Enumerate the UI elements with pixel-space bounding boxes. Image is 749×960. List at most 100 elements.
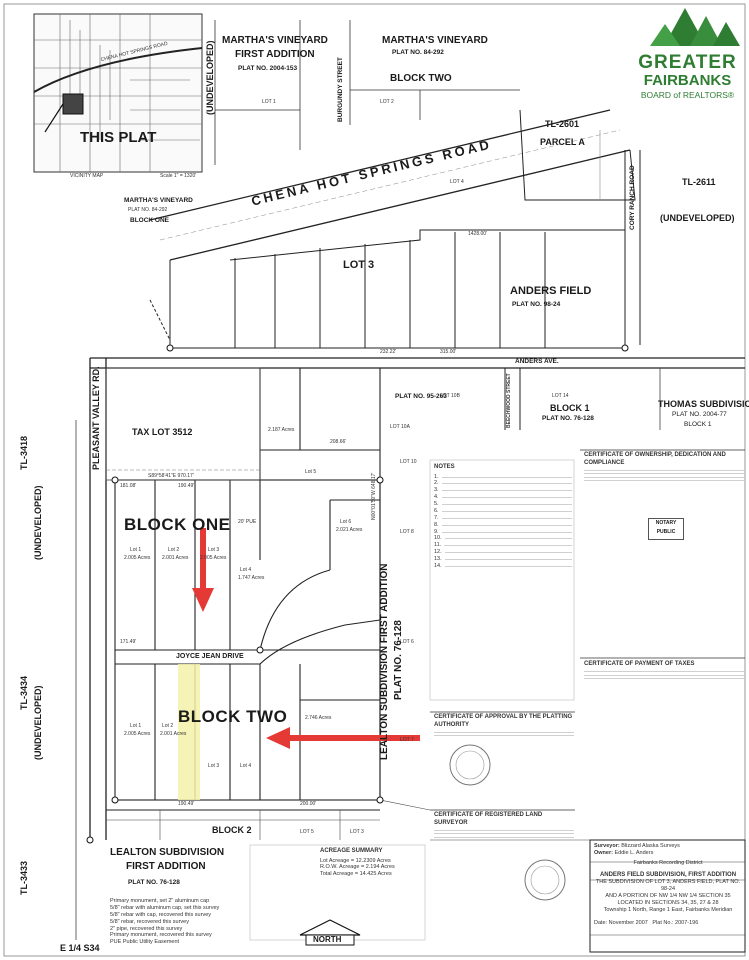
note-text-line: [444, 552, 572, 556]
cert-ownership: CERTIFICATE OF OWNERSHIP, DEDICATION AND…: [584, 452, 744, 484]
tb-plat-no: Plat No.: 2007-196: [652, 919, 699, 926]
block1-plat: PLAT NO. 76-128: [542, 415, 594, 422]
lot-label: Lot 6: [340, 519, 352, 525]
note-item: 4.: [434, 494, 572, 501]
dim-label: 200.00': [300, 801, 317, 807]
parcel-a: PARCEL A: [540, 137, 585, 147]
tb-date: Date: November 2007: [594, 919, 648, 926]
note-number: 12.: [434, 549, 442, 556]
legend-item: Primary monument, recovered this survey: [110, 932, 212, 939]
notes-title: NOTES: [434, 464, 455, 470]
lot3-label: LOT 3: [343, 259, 375, 271]
undeveloped-top-left: (UNDEVELOPED): [205, 40, 215, 115]
note-text-line: [441, 490, 572, 494]
thomas-plat: PLAT NO. 2004-77: [672, 411, 727, 418]
tb-title-1: ANDERS FIELD SUBDIVISION, FIRST ADDITION: [599, 871, 737, 878]
cert-ownership-title: CERTIFICATE OF OWNERSHIP, DEDICATION AND…: [584, 452, 726, 466]
parcel-a-id: TL-2601: [545, 119, 580, 129]
note-text-line: [441, 531, 572, 536]
note-item: 10.: [434, 535, 572, 542]
note-item: 2.: [434, 480, 572, 487]
note-number: 14.: [434, 562, 442, 569]
mv-first-plat: PLAT NO. 2004-153: [238, 65, 298, 72]
note-text-line: [444, 538, 572, 542]
tb-recording-office: Fairbanks Recording District: [633, 859, 703, 866]
tl2611: TL-2611: [682, 177, 716, 187]
lot-label: LOT 4: [450, 179, 464, 185]
mv-one-block: BLOCK ONE: [130, 217, 169, 224]
highlighted-lot[interactable]: [178, 664, 200, 800]
note-number: 4.: [434, 494, 439, 501]
pleasant-valley-rd: PLEASANT VALLEY RD.: [91, 366, 101, 470]
lot-label: LOT 6: [400, 639, 414, 645]
lealton-bottom-plat: PLAT NO. 76-128: [128, 879, 180, 886]
tl3434: TL-3434: [19, 675, 29, 710]
lot-label: LOT 10B: [440, 393, 460, 399]
burgundy-street: BURGUNDY STREET: [337, 57, 344, 122]
tb-title-5: Township 1 North, Range 1 East, Fairbank…: [603, 906, 733, 913]
vicinity-this-plat: THIS PLAT: [80, 129, 157, 146]
acre-label: 2.001 Acres: [160, 731, 187, 737]
tl2611-sub: (UNDEVELOPED): [660, 213, 735, 223]
lealton-right: LEALTON SUBDIVISION FIRST ADDITION: [379, 563, 390, 760]
cert-approval-title: CERTIFICATE OF APPROVAL BY THE PLATTING …: [434, 714, 573, 728]
note-item: 11.: [434, 542, 572, 549]
acre-label: 2.005 Acres: [200, 555, 227, 561]
note-number: 13.: [434, 556, 442, 562]
note-item: 12.: [434, 549, 572, 556]
note-text-line: [441, 510, 572, 515]
dim-label: 181.08': [120, 483, 137, 489]
anders-plat: PLAT NO. 98-24: [512, 301, 561, 308]
tb-title-4: LOCATED IN SECTIONS 34, 35, 27 & 28: [617, 899, 719, 906]
cert-surveyor: CERTIFICATE OF REGISTERED LAND SURVEYOR: [434, 812, 574, 840]
note-number: 9.: [434, 528, 439, 535]
lot-label: LOT 8: [400, 529, 414, 535]
dim-label: 315.00': [440, 349, 457, 355]
legend-item: 5/8" rebar with cap, recovered this surv…: [110, 911, 211, 918]
vicinity-scale: Scale 1" = 1320': [160, 173, 197, 179]
cory-ranch-road: CORY RANCH ROAD: [629, 165, 636, 230]
total-acreage: Total Acreage = 14.425 Acres: [320, 871, 392, 878]
mv2-block: BLOCK TWO: [390, 73, 452, 84]
anders-field: ANDERS FIELD: [510, 285, 592, 297]
legend-item: 5/8" rebar with aluminum cap, set this s…: [110, 904, 220, 911]
acre-label: 2.005 Acres: [124, 731, 151, 737]
note-item: 13.: [434, 556, 572, 563]
surveyor-seal: [524, 859, 566, 901]
lot-label: LOT 2: [380, 99, 394, 105]
lot-label: Lot 1: [130, 547, 142, 553]
note-text-line: [444, 565, 572, 570]
logo-line2: FAIRBANKS: [643, 72, 732, 89]
north-arrow-icon: [299, 919, 361, 946]
lot-label: Lot 2: [168, 547, 180, 553]
chena-hot-springs-road: [149, 109, 631, 261]
lot-acreage: Lot Acreage = 12.2309 Acres: [320, 857, 391, 864]
mv-first-title2: FIRST ADDITION: [235, 49, 315, 60]
lot-label: Lot 2: [162, 723, 174, 729]
note-text-line: [441, 483, 572, 487]
cert-payment: CERTIFICATE OF PAYMENT OF TAXES: [584, 661, 744, 682]
logo-line1: GREATER: [638, 52, 737, 73]
acreage-title: ACREAGE SUMMARY: [320, 848, 383, 854]
notary-stamp: NOTARY PUBLIC: [648, 518, 684, 540]
note-number: 1.: [434, 473, 439, 480]
tb-surveyor-label: Surveyor:: [594, 843, 620, 849]
tb-title-3: AND A PORTION OF NW 1/4 NW 1/4 SECTION 3…: [605, 892, 731, 899]
mv-one-plat: PLAT NO. 84-292: [128, 207, 168, 213]
notary-line1: NOTARY: [655, 520, 677, 526]
lot-label: Lot 1: [130, 723, 142, 729]
note-number: 6.: [434, 507, 439, 514]
note-item: 7.: [434, 515, 572, 522]
dim-label: 171.49': [120, 639, 137, 645]
mv-one-title: MARTHA'S VINEYARD: [124, 197, 193, 204]
vicinity-map-frame: [33, 13, 203, 173]
acre-label: 2.187 Acres: [268, 427, 295, 433]
lot-label: LOT 14: [552, 393, 569, 399]
lot-label: LOT 10A: [390, 424, 410, 430]
row-acreage: R.O.W. Acreage = 2.194 Acres: [320, 864, 395, 871]
note-number: 3.: [434, 487, 439, 494]
note-text-line: [441, 497, 572, 501]
